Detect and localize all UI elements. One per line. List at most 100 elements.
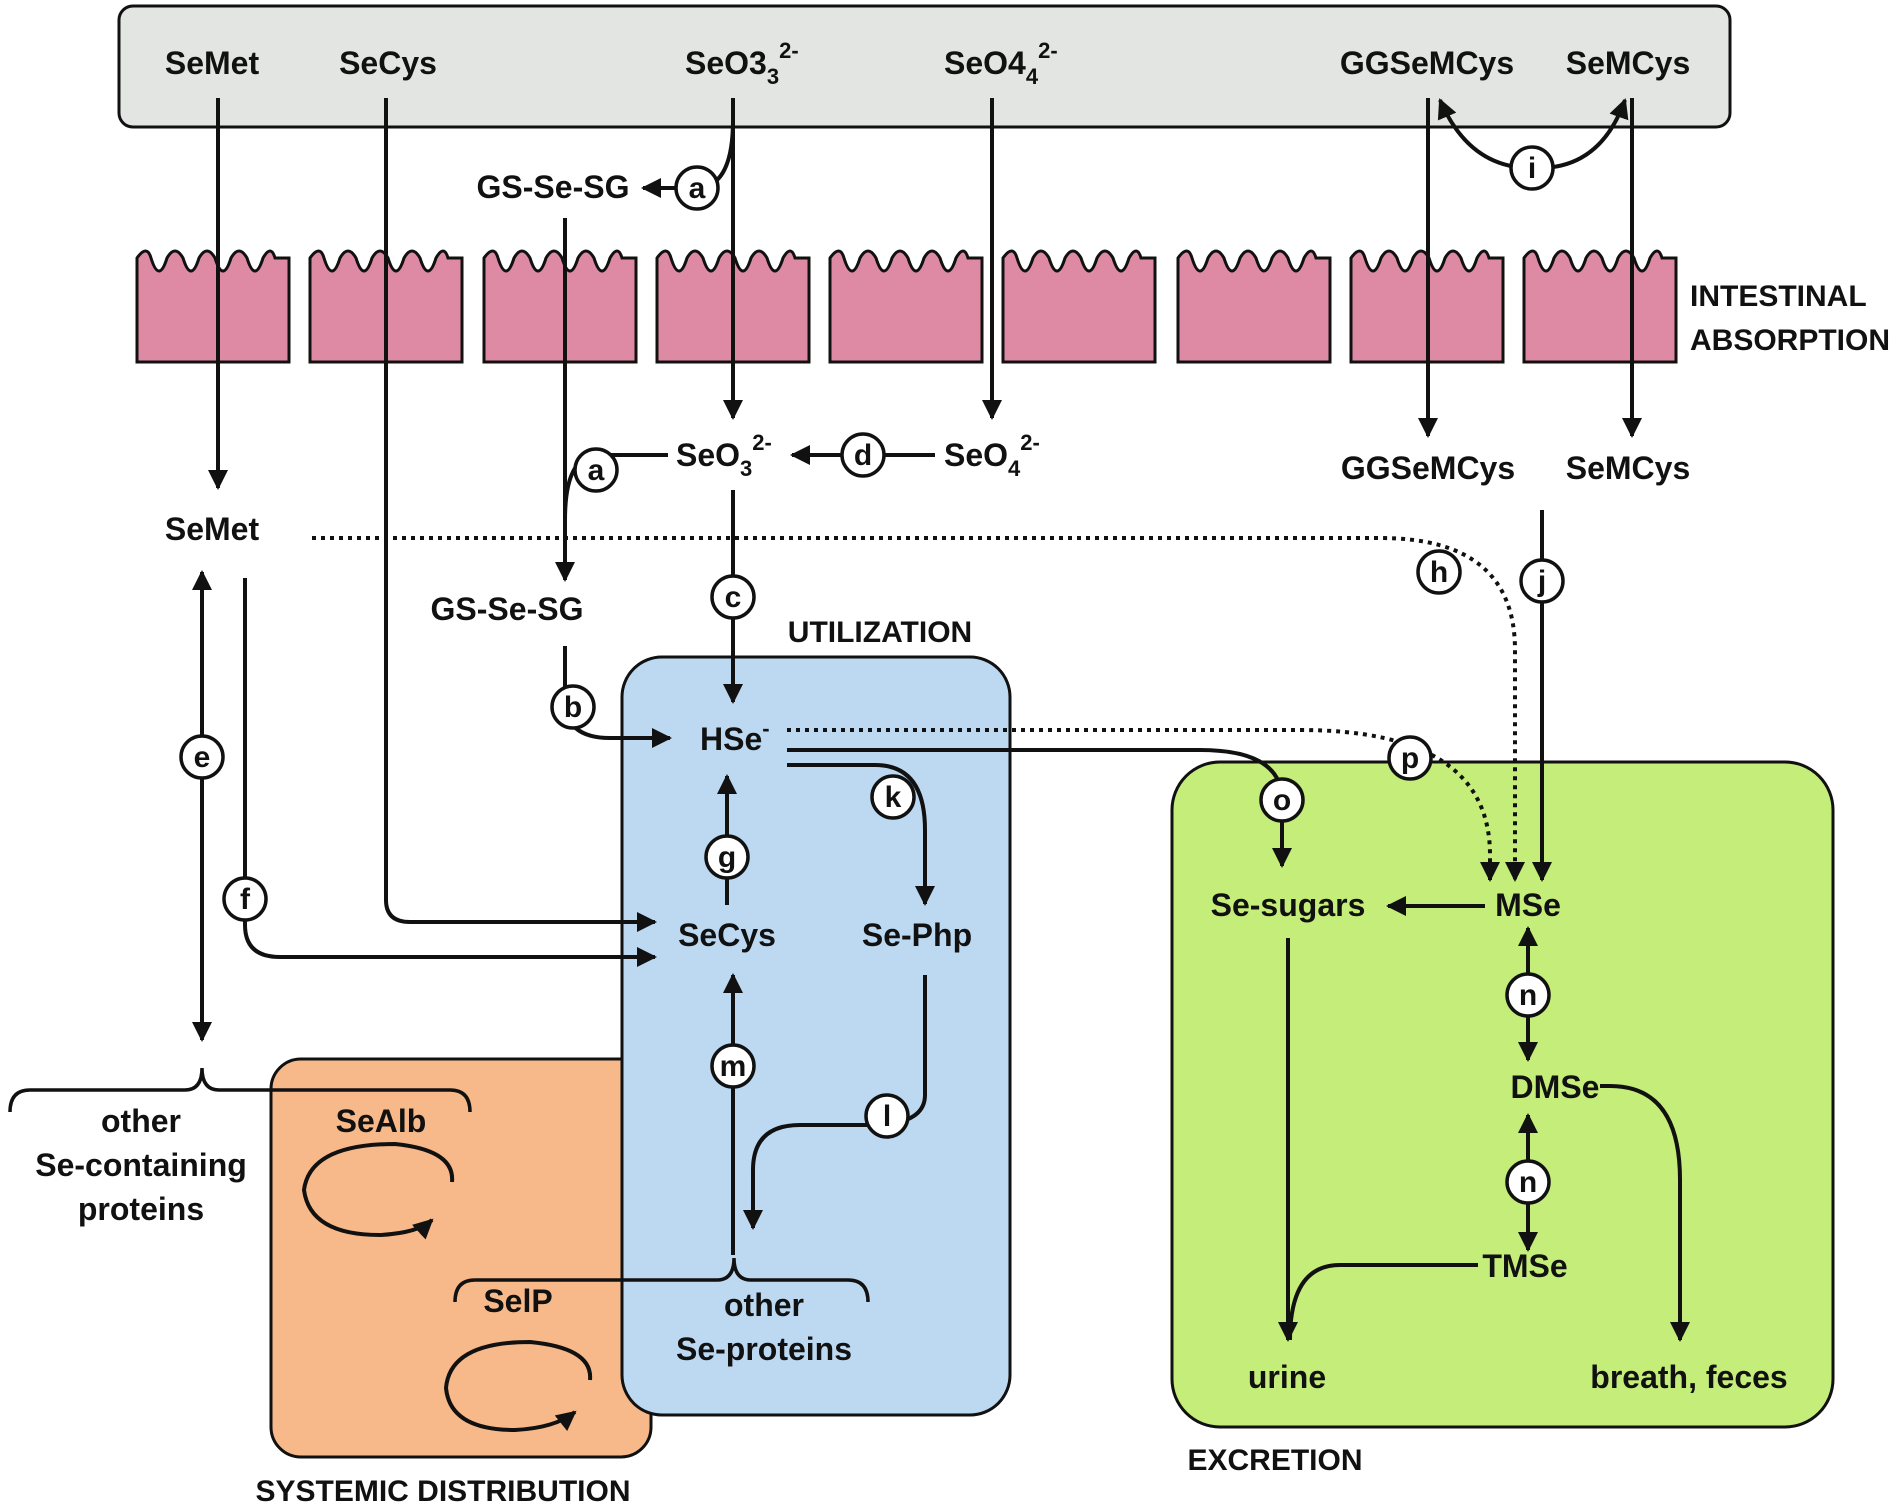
arrow-secys-absorption [384,98,657,932]
reaction-label: b [564,691,582,724]
seo3-mid-text: SeO [676,437,740,473]
brace-other-se-containing-proteins [8,1067,472,1113]
arrow-tmse-to-urine [1288,1263,1478,1341]
excretion-label: EXCRETION [1187,1444,1362,1477]
secys-label: SeCys [678,917,776,953]
lumen-seo4-text: SeO4 [944,45,1026,81]
sealb-cycle-arrow [301,1141,455,1240]
sephp-label: Se-Php [862,917,972,953]
arrow-l-sephp-to-proteins [743,975,927,1230]
reaction-h: h [1416,549,1462,595]
reaction-j: j [1519,558,1565,604]
reaction-label: k [885,781,902,814]
reaction-f: f [222,876,268,922]
se-sugars-label: Se-sugars [1211,887,1366,923]
lumen-secys-label: SeCys [339,45,437,81]
reaction-label: n [1519,979,1537,1012]
seo4-mid-charge: 2- [1020,430,1040,455]
gssesg-top-label: GS-Se-SG [477,169,630,205]
excretion-box [1170,760,1835,1429]
reaction-k: k [870,774,916,820]
gssesg-mid-label: GS-Se-SG [431,591,584,627]
villus-block [1176,249,1332,364]
lumen-seo4-sub: 4 [1026,64,1039,89]
arrow-p-hse-to-mse [787,728,1500,882]
other-se-proteins-line1: other [724,1287,804,1323]
lumen-semet-label: SeMet [165,45,260,81]
villus-block [482,249,638,364]
reaction-label: l [883,1100,891,1133]
reaction-i: i [1509,145,1555,191]
other-se-proteins-line2: Se-proteins [676,1331,852,1367]
seo4-mid-text: SeO [944,437,1008,473]
villus-block [828,249,984,364]
reaction-label: e [194,741,211,774]
reaction-a-top: a [674,165,720,211]
reaction-o: o [1259,777,1305,823]
lumen-seo3-charge: 2- [779,38,799,63]
reaction-label: c [725,581,742,614]
hse-label: HSe- [700,716,770,757]
semet-mid-label: SeMet [165,511,260,547]
reaction-e: e [179,734,225,780]
hse-charge: - [762,716,769,741]
other-se-containing-line3: proteins [78,1191,204,1227]
lumen-box [117,4,1732,129]
reaction-label: g [718,841,736,874]
arrow-f-semet-to-secys [243,578,657,967]
reaction-a-mid: a [573,447,619,493]
utilization-box [620,655,1012,1417]
utilization-label: UTILIZATION [788,616,972,649]
intestinal-label-line1: INTESTINAL [1690,280,1867,313]
villus-block [1522,249,1678,364]
selp-label: SelP [483,1283,552,1319]
lumen-seo3-text: SeO3 [685,45,767,81]
seo4-mid-label: SeO42- [944,430,1040,481]
lumen-seo3-sub: 3 [767,64,779,89]
reaction-label: h [1430,556,1448,589]
lumen-seo3-label: SeO332- [685,38,799,89]
arrow-h-semet-to-mse [312,536,1525,882]
reaction-label: m [720,1050,747,1083]
mse-label: MSe [1495,887,1561,923]
lumen-semcys-label: SeMCys [1566,45,1691,81]
arrow-dmse-to-breath [1600,1084,1690,1342]
semcys-mid-label: SeMCys [1566,450,1691,486]
other-se-containing-line2: Se-containing [35,1147,247,1183]
seo3-mid-sub: 3 [740,456,752,481]
breath-feces-label: breath, feces [1590,1359,1787,1395]
reaction-p: p [1387,735,1433,781]
lumen-seo4-charge: 2- [1038,38,1058,63]
other-se-containing-line1: other [101,1103,181,1139]
intestinal-villi [135,249,1678,364]
villus-block [1001,249,1157,364]
brace-other-se-proteins [453,1257,870,1303]
villus-block [135,249,291,364]
reaction-label: o [1273,784,1291,817]
reaction-label: a [689,172,706,205]
reaction-c: c [710,574,756,620]
urine-label: urine [1248,1359,1326,1395]
reaction-label: p [1401,742,1419,775]
reaction-d: d [840,432,886,478]
systemic-distribution-box [269,1057,653,1459]
reaction-l: l [864,1093,910,1139]
reaction-b: b [550,684,596,730]
reaction-g: g [704,834,750,880]
reaction-label: n [1519,1166,1537,1199]
reaction-m: m [710,1043,756,1089]
arrow-k-hse-to-sephp [787,763,935,906]
intestinal-label-line2: ABSORPTION [1690,324,1890,357]
selp-cycle-arrow [443,1339,593,1433]
reaction-label: f [240,883,251,916]
ggsemcys-mid-label: GGSeMCys [1341,450,1515,486]
tmse-label: TMSe [1482,1248,1567,1284]
reaction-n-lower: n [1505,1159,1551,1205]
reaction-label: j [1537,565,1546,598]
reaction-label: i [1528,152,1536,185]
sealb-label: SeAlb [336,1103,427,1139]
systemic-distribution-label: SYSTEMIC DISTRIBUTION [255,1475,630,1508]
reaction-label: d [854,439,872,472]
lumen-ggsemcys-label: GGSeMCys [1340,45,1514,81]
